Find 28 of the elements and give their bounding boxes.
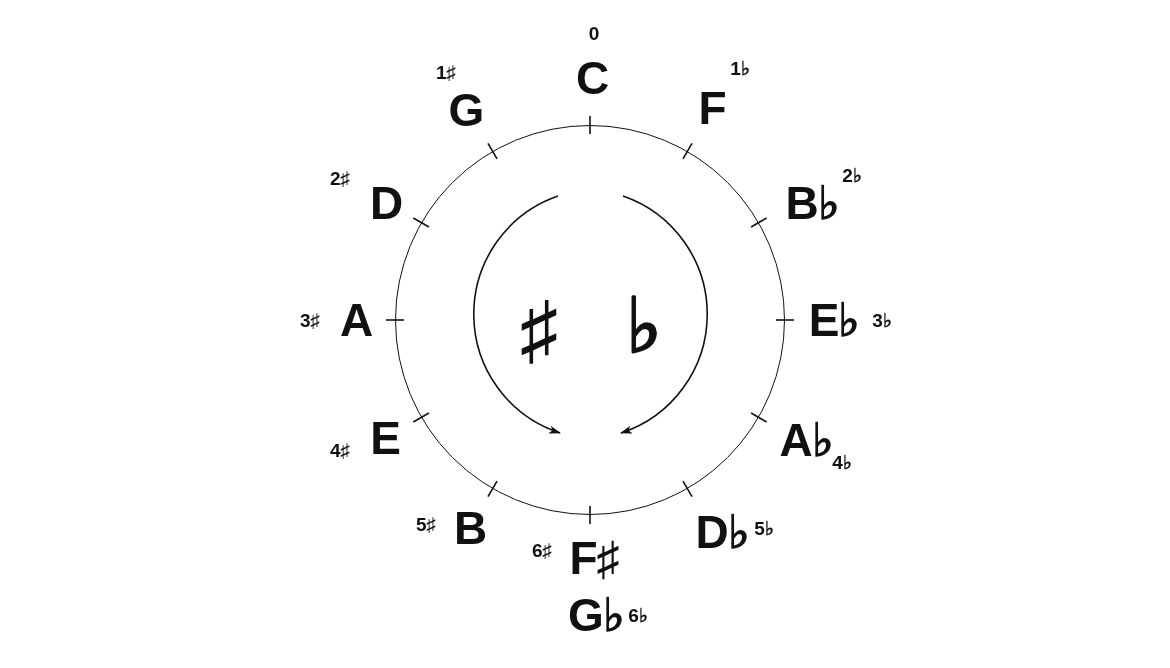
accidental-count: 1♯ [435, 62, 457, 82]
key-name: F [698, 85, 726, 131]
key-name: D [369, 180, 403, 226]
key-name: A [339, 297, 373, 343]
key-name: B [453, 505, 487, 551]
key-name: G♭ [568, 592, 624, 638]
flat-symbol: ♭ [626, 288, 662, 364]
accidental-count: 5♭ [754, 518, 774, 538]
key-name: B♭ [785, 180, 839, 226]
key-name: A♭ [779, 417, 833, 463]
accidental-count: 2♭ [842, 165, 862, 185]
key-name: F♯ [569, 535, 619, 581]
accidental-count: 5♯ [415, 514, 437, 534]
accidental-count: 4♯ [329, 440, 351, 460]
accidental-count: 4♭ [832, 452, 852, 472]
sharp-symbol: ♯ [520, 291, 558, 367]
key-name: E [370, 415, 400, 461]
key-name: E♭ [808, 297, 860, 343]
key-name: D♭ [695, 509, 749, 555]
accidental-count: 6♭ [628, 605, 648, 625]
accidental-count: 3♯ [299, 310, 321, 330]
key-name: C [575, 55, 609, 101]
accidental-count: 0 [588, 23, 600, 43]
accidental-count: 1♭ [730, 58, 750, 78]
key-name: G [448, 87, 484, 133]
accidental-count: 3♭ [872, 310, 892, 330]
accidental-count: 2♯ [329, 168, 351, 188]
accidental-count: 6♯ [531, 540, 553, 560]
